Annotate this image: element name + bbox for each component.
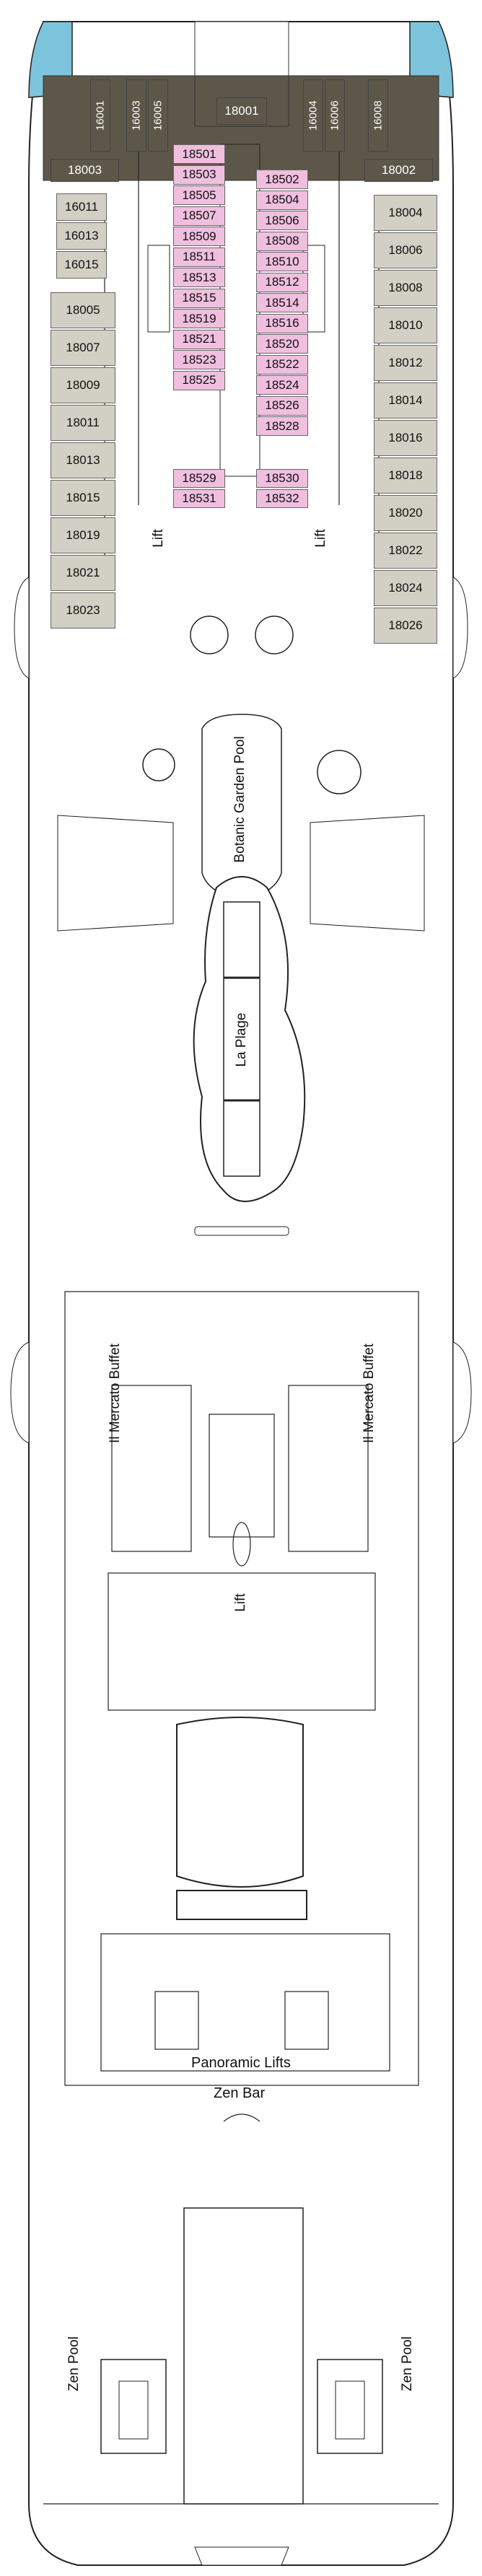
cabin-18524[interactable]: 18524 [256,375,308,395]
zen-area [183,2207,304,2505]
cabin-16013[interactable]: 16013 [56,222,107,250]
cabin-18529[interactable]: 18529 [173,469,225,488]
panoramic-lifts-label: Panoramic Lifts [191,2055,291,2071]
cabin-18531[interactable]: 18531 [173,489,225,508]
cabin-18530[interactable]: 18530 [256,469,308,488]
cabin-18528[interactable]: 18528 [256,416,308,436]
lift-label-3: Lift [233,1593,248,1612]
cabin-18012[interactable]: 18012 [374,345,437,381]
cabin-18018[interactable]: 18018 [374,457,437,494]
cabin-18516[interactable]: 18516 [256,313,308,333]
cabin-18007[interactable]: 18007 [51,330,115,366]
cabin-18523[interactable]: 18523 [173,350,225,369]
planter-icon [142,748,175,781]
cabin-18514[interactable]: 18514 [256,293,308,312]
starboard-bulge [452,577,468,679]
cabin-18005[interactable]: 18005 [51,292,115,328]
cabin-18008[interactable]: 18008 [374,270,437,306]
zen-bar-label: Zen Bar [214,2085,266,2101]
il-mercato-buffet-left-label: Il Mercato Buffet [108,1344,123,1443]
hull-outline [28,21,454,2566]
cabin-18526[interactable]: 18526 [256,395,308,416]
cabin-18024[interactable]: 18024 [374,570,437,606]
cabin-18019[interactable]: 18019 [51,517,115,553]
cabin-18013[interactable]: 18013 [51,442,115,478]
cabin-18023[interactable]: 18023 [51,592,115,628]
cabin-16006[interactable]: 16006 [325,79,345,152]
cabin-18522[interactable]: 18522 [256,354,308,374]
cabin-18512[interactable]: 18512 [256,272,308,292]
cabin-18001[interactable]: 18001 [216,97,267,125]
port-bulge [14,577,30,679]
cabin-18521[interactable]: 18521 [173,329,225,349]
cabin-18010[interactable]: 18010 [374,307,437,343]
botanic-garden-pool-label: Botanic Garden Pool [232,736,247,863]
cabin-18009[interactable]: 18009 [51,367,115,403]
cabin-18022[interactable]: 18022 [374,533,437,569]
cabin-16004[interactable]: 16004 [303,79,323,152]
cabin-18520[interactable]: 18520 [256,334,308,354]
il-mercato-buffet-right-label: Il Mercato Buffet [362,1344,377,1443]
cabin-18502[interactable]: 18502 [256,170,308,189]
cabin-18014[interactable]: 18014 [374,382,437,419]
cabin-18515[interactable]: 18515 [173,288,225,308]
cabin-18503[interactable]: 18503 [173,165,225,185]
cabin-18510[interactable]: 18510 [256,252,308,271]
cabin-18020[interactable]: 18020 [374,495,437,531]
cabin-18509[interactable]: 18509 [173,227,225,246]
cabin-16015[interactable]: 16015 [56,251,107,279]
cabin-18506[interactable]: 18506 [256,211,308,230]
cabin-18519[interactable]: 18519 [173,309,225,328]
cabin-18002[interactable]: 18002 [364,159,433,182]
lift-label-2: Lift [313,529,328,548]
cabin-18507[interactable]: 18507 [173,206,225,226]
cabin-18501[interactable]: 18501 [173,144,225,164]
zen-pool-left-label: Zen Pool [66,2336,82,2392]
cabin-18508[interactable]: 18508 [256,231,308,251]
cabin-18021[interactable]: 18021 [51,555,115,591]
zen-pool-right-label: Zen Pool [400,2336,415,2392]
cabin-18505[interactable]: 18505 [173,185,225,205]
cabin-16011[interactable]: 16011 [56,193,107,221]
cabin-16008[interactable]: 16008 [368,79,388,152]
lift-label-1: Lift [151,529,166,548]
cabin-18011[interactable]: 18011 [51,405,115,441]
cabin-18513[interactable]: 18513 [173,268,225,287]
cabin-16005[interactable]: 16005 [148,79,168,152]
cabin-16003[interactable]: 16003 [126,79,146,152]
cabin-18532[interactable]: 18532 [256,489,308,508]
cabin-16001[interactable]: 16001 [90,79,110,152]
buffet-counter [176,1717,304,1888]
cabin-18004[interactable]: 18004 [374,195,437,231]
cabin-18511[interactable]: 18511 [173,247,225,267]
cabin-18006[interactable]: 18006 [374,232,437,268]
cabin-18026[interactable]: 18026 [374,608,437,644]
la-plage-label: La Plage [234,1012,249,1067]
cabin-18003[interactable]: 18003 [51,159,119,182]
cabin-18016[interactable]: 18016 [374,420,437,456]
cabin-18015[interactable]: 18015 [51,480,115,516]
cabin-18504[interactable]: 18504 [256,190,308,210]
cabin-18525[interactable]: 18525 [173,370,225,390]
